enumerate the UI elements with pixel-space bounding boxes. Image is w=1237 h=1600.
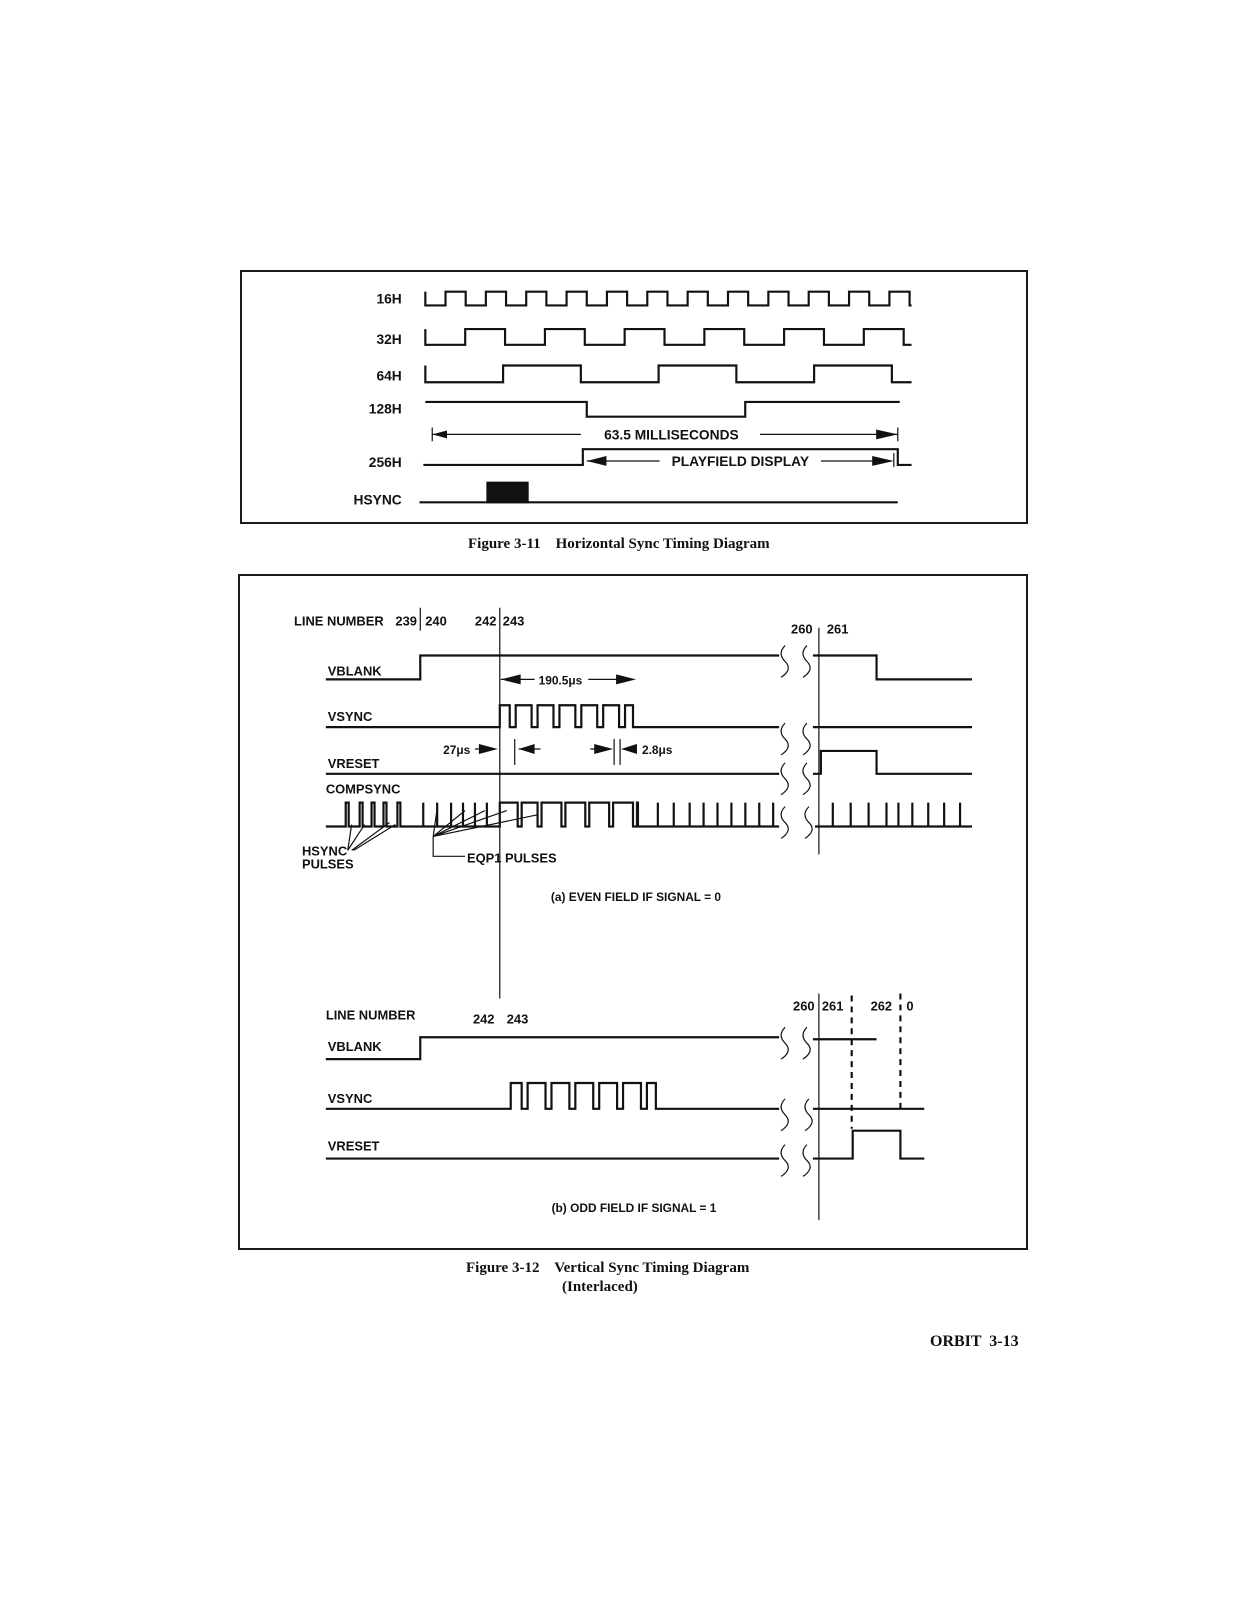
- even-vsync-wave: [325, 704, 972, 729]
- horizontal-sync-waveforms: 16H 32H 64H 128H 256H HSYNC 63.5 MILLISE…: [354, 290, 912, 507]
- hsync-pulse: [486, 481, 529, 504]
- eqp-pulse-arrows: [432, 808, 539, 857]
- hsync-pulse-arrows: [347, 822, 396, 851]
- vsync-duration-arrow-right: [616, 674, 636, 685]
- even-compsync-label: COMPSYNC: [326, 782, 401, 797]
- signal-label-128h: 128H: [369, 402, 402, 417]
- even-vblank-label: VBLANK: [328, 663, 382, 678]
- even-vreset-wave: [325, 749, 972, 775]
- page-footer: ORBIT 3-13: [930, 1333, 1019, 1350]
- odd-line-242: 242: [473, 1011, 495, 1026]
- waveform-16h: [424, 290, 912, 307]
- waveform-128h: [425, 400, 900, 418]
- even-compsync-wave: [325, 801, 972, 828]
- signal-label-16h: 16H: [376, 291, 401, 306]
- signal-label-32h: 32H: [376, 332, 401, 347]
- eqp-offset-arrow: [478, 744, 498, 754]
- figure-3-11-caption: Figure 3-11 Horizontal Sync Timing Diagr…: [468, 536, 770, 552]
- pulse-width-label: 2.8μs: [642, 743, 673, 757]
- vsync-duration-arrow-left: [500, 674, 521, 685]
- pulse-width-arrow-left: [594, 744, 614, 754]
- pulse-timing-lines: [474, 739, 636, 765]
- odd-dashed-markers: [850, 993, 902, 1129]
- waveform-256h: [423, 448, 912, 466]
- waveform-64h: [424, 364, 912, 384]
- odd-line-262: 262: [871, 998, 893, 1013]
- horizontal-sync-diagram: 16H 32H 64H 128H 256H HSYNC 63.5 MILLISE…: [240, 270, 1028, 524]
- odd-line-number-label: LINE NUMBER: [326, 1007, 416, 1022]
- even-vblank-wave: [325, 654, 972, 681]
- span-label: 63.5 MILLISECONDS: [604, 427, 739, 442]
- eqp-pulses-label: EQP1 PULSES: [467, 850, 557, 865]
- odd-break-marks: [780, 1026, 813, 1177]
- figure-3-12-caption: Figure 3-12 Vertical Sync Timing Diagram: [466, 1260, 750, 1276]
- hsync-pulses-label-line1: HSYNC: [302, 843, 347, 858]
- playfield-label: PLAYFIELD DISPLAY: [672, 454, 809, 469]
- signal-label-hsync: HSYNC: [354, 492, 402, 507]
- pulse-width-arrow-right: [621, 744, 637, 754]
- vsync-duration-label: 190.5μs: [539, 673, 583, 687]
- odd-vblank-label: VBLANK: [328, 1039, 382, 1054]
- odd-vsync-wave: [325, 1081, 925, 1110]
- even-line-260: 260: [791, 622, 813, 637]
- even-line-261: 261: [827, 622, 849, 637]
- pulse-start-arrow: [518, 744, 535, 754]
- odd-vreset-wave: [325, 1129, 925, 1160]
- even-vreset-label: VRESET: [328, 756, 380, 771]
- odd-field-condition: (b) ODD FIELD IF SIGNAL = 1: [552, 1201, 717, 1215]
- even-field-condition: (a) EVEN FIELD IF SIGNAL = 0: [551, 890, 722, 904]
- hsync-pulses-label-line2: PULSES: [302, 856, 354, 871]
- eqp-offset-label: 27μs: [443, 743, 471, 757]
- waveform-32h: [424, 328, 912, 346]
- odd-line-261: 261: [822, 998, 844, 1013]
- odd-line-260: 260: [793, 998, 815, 1013]
- even-break-marks: [780, 645, 813, 839]
- even-vsync-label: VSYNC: [328, 709, 372, 724]
- even-line-number-label: LINE NUMBER: [294, 614, 384, 629]
- vertical-sync-waveforms: LINE NUMBER 239 240 242 243 260 261 VBLA…: [294, 607, 972, 1221]
- even-line-243: 243: [503, 614, 525, 629]
- odd-vblank-wave: [325, 1036, 877, 1061]
- vertical-sync-diagram: LINE NUMBER 239 240 242 243 260 261 VBLA…: [238, 574, 1028, 1250]
- figure-3-12-caption-line2: (Interlaced): [562, 1279, 638, 1295]
- odd-line-0: 0: [906, 998, 913, 1013]
- span-arrow-left: [432, 430, 447, 439]
- playfield-arrow-left: [586, 456, 607, 466]
- odd-vreset-label: VRESET: [328, 1139, 380, 1154]
- even-line-240: 240: [425, 614, 447, 629]
- signal-label-256h: 256H: [369, 455, 402, 470]
- odd-vsync-label: VSYNC: [328, 1091, 372, 1106]
- even-line-239: 239: [395, 614, 417, 629]
- span-arrow-right: [876, 429, 898, 440]
- odd-line-243: 243: [507, 1011, 529, 1026]
- even-line-242: 242: [475, 614, 497, 629]
- playfield-arrow-right: [872, 456, 894, 466]
- signal-label-64h: 64H: [376, 368, 401, 383]
